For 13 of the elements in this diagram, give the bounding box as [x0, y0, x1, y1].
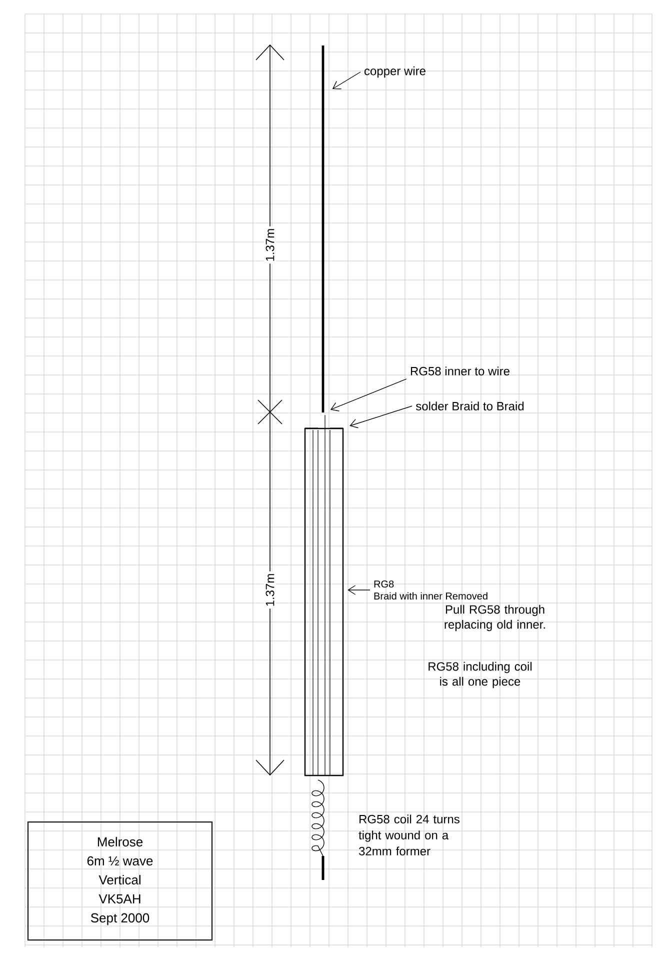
handwritten-note: RG8 Braid with inner Removed	[374, 580, 488, 600]
leader-arrow	[350, 406, 412, 428]
handwritten-note: solder Braid to Braid	[416, 402, 524, 410]
handwritten-note: RG58 including coil is all one piece	[428, 662, 532, 688]
handwritten-note: Pull RG58 through replacing old inner.	[444, 604, 545, 632]
leader-arrow	[330, 378, 407, 412]
handwritten-note: copper wire	[364, 66, 426, 78]
leader-arrow	[348, 585, 370, 595]
leader-arrow	[332, 72, 361, 90]
handwritten-note: RG58 coil 24 turns tight wound on a 32mm former	[358, 814, 460, 856]
wire	[322, 46, 324, 412]
title-box: Melrose 6m ½ wave Vertical VK5AH Sept 2000	[28, 822, 212, 940]
handwritten-note: RG58 inner to wire	[410, 366, 510, 376]
